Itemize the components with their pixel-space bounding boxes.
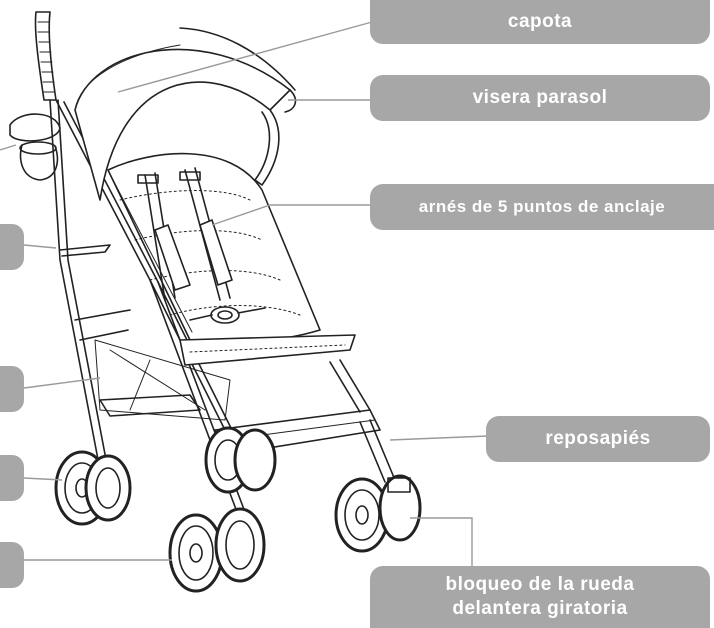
edge-label-tab-4 [0, 542, 24, 588]
seat-shape [107, 152, 356, 366]
edge-label-tab-1 [0, 224, 24, 270]
leader-edge-1 [0, 144, 17, 151]
wheel-lock-label-line2: delantera giratoria [452, 598, 628, 619]
edge-label-tab-3 [0, 455, 24, 501]
rear-left-wheel [54, 450, 132, 526]
canopy-shape [74, 27, 297, 201]
leader-lines [0, 21, 489, 570]
basket [94, 339, 231, 421]
leader-footrest [389, 435, 489, 441]
sun-visor-label-text: visera parasol [472, 87, 608, 108]
rear-right-wheel [204, 426, 277, 494]
wheel-lock-label: bloqueo de la rueda delantera giratoria [370, 566, 710, 628]
edge-label-tab-2 [0, 366, 24, 412]
leader-wheel-lock [410, 517, 473, 570]
footrest-label: reposapiés [486, 416, 710, 462]
canopy-label: capota [370, 0, 710, 44]
harness-label: arnés de 5 puntos de anclaje [370, 184, 714, 230]
leader-harness [211, 204, 372, 226]
footrest-label-text: reposapiés [545, 428, 651, 449]
leader-edge-4 [23, 477, 63, 481]
front-right-wheel [334, 474, 422, 553]
harness-shape [137, 167, 266, 324]
leader-edge-2 [23, 244, 57, 249]
front-left-wheel [168, 507, 266, 593]
leader-edge-3 [23, 377, 101, 389]
leader-canopy [117, 21, 373, 93]
handle-grip [34, 11, 57, 101]
cup-holder [9, 113, 61, 181]
canopy-label-text: capota [507, 11, 573, 32]
harness-label-text: arnés de 5 puntos de anclaje [418, 197, 666, 216]
wheel-lock-label-line1: bloqueo de la rueda [445, 574, 635, 595]
sun-visor-label: visera parasol [370, 75, 710, 121]
